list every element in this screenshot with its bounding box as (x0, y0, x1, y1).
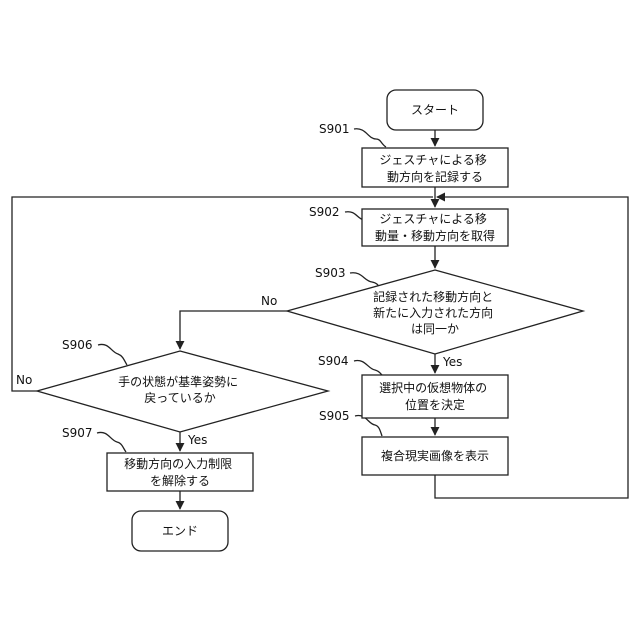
node-s904-line-1: 選択中の仮想物体の (379, 380, 487, 395)
arrow-s903-no (180, 311, 287, 349)
node-s906-line-1: 手の状態が基準姿勢に (118, 374, 238, 389)
branch-label-s903-no: No (261, 294, 277, 308)
node-s905-line-1: 複合現実画像を表示 (381, 448, 489, 463)
node-s903-line-2: 新たに入力された方向 (373, 305, 493, 320)
node-s903-line-1: 記録された移動方向と (373, 289, 493, 304)
node-s901-line-2: 動方向を記録する (387, 169, 483, 184)
node-s907-line-1: 移動方向の入力制限 (124, 456, 232, 471)
node-s902-line-2: 動量・移動方向を取得 (375, 228, 495, 243)
node-s901-line-1: ジェスチャによる移 (379, 153, 487, 167)
step-label-s902: S902 (309, 205, 340, 219)
node-s904-line-2: 位置を決定 (405, 397, 465, 412)
branch-label-s906-yes: Yes (187, 433, 207, 447)
leader-s901 (354, 129, 386, 147)
leader-s904 (354, 360, 382, 375)
step-label-s901: S901 (319, 122, 350, 136)
node-start-line-1: スタート (411, 103, 459, 117)
node-start-text: スタート (411, 103, 459, 117)
step-label-s906: S906 (62, 338, 93, 352)
step-label-s903: S903 (315, 266, 346, 280)
nodes (37, 90, 583, 551)
step-label-s905: S905 (319, 409, 350, 423)
branch-label-s903-yes: Yes (442, 355, 462, 369)
node-s906-line-2: 戻っているか (144, 391, 215, 405)
leader-s907 (97, 432, 126, 452)
node-s907-line-2: を解除する (150, 473, 210, 488)
node-s902-line-1: ジェスチャによる移 (379, 212, 487, 226)
node-s903-line-3: は同一か (411, 322, 459, 336)
node-end-text: エンド (162, 524, 198, 538)
leader-s906 (98, 344, 127, 365)
leader-s903 (350, 273, 380, 288)
node-end-line-1: エンド (162, 524, 198, 538)
step-label-s907: S907 (62, 426, 93, 440)
step-label-s904: S904 (318, 354, 349, 368)
branch-label-s906-no: No (16, 373, 32, 387)
node-s905-text: 複合現実画像を表示 (381, 448, 489, 463)
